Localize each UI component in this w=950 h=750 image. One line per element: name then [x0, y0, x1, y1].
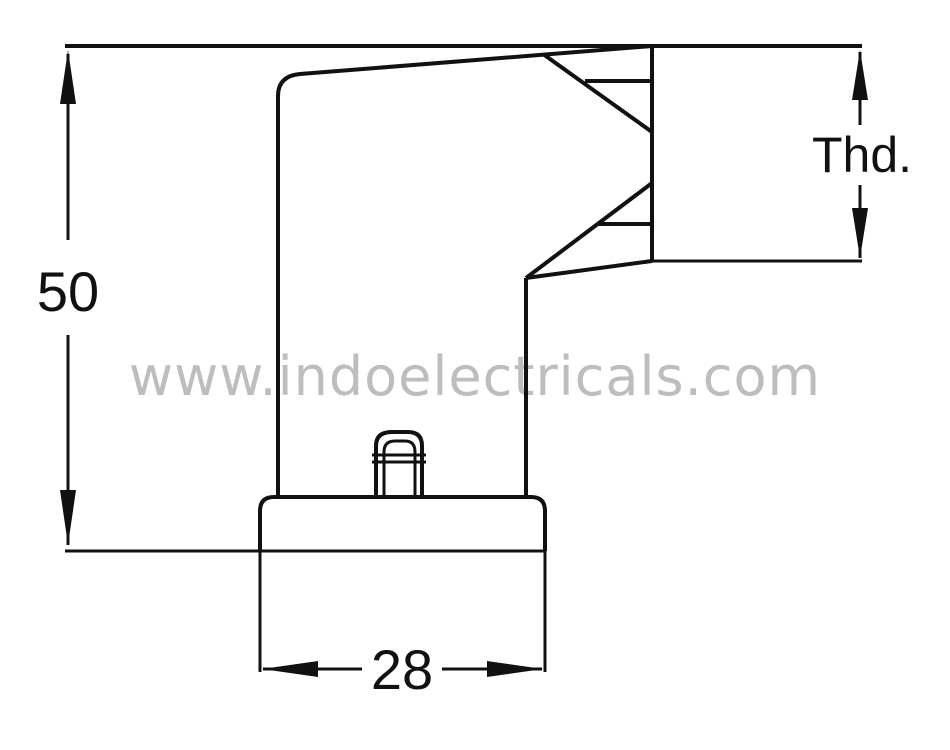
body-lower-slant-edge [525, 259, 653, 280]
terminal-pin [372, 430, 426, 495]
height-dimension: 50 [37, 50, 99, 545]
height-label: 50 [37, 260, 99, 323]
thread-block [524, 46, 654, 280]
width-dimension: 28 [258, 551, 547, 701]
thread-dimension: Thd. [812, 50, 912, 258]
watermark: www.indoelectricals.com [129, 345, 821, 408]
base-cap [258, 495, 547, 551]
width-label: 28 [371, 638, 433, 701]
body-left-and-top-edge [276, 44, 653, 497]
thread-label: Thd. [812, 127, 912, 183]
part-body [276, 44, 653, 497]
